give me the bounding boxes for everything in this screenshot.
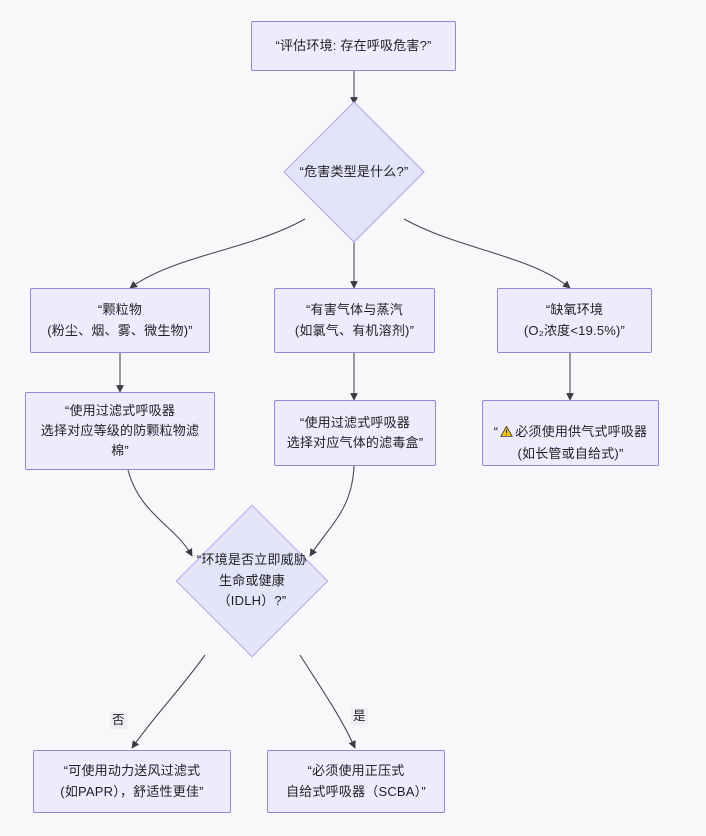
edge-idlh-to-scba xyxy=(299,654,356,749)
node-gas-filter-label: “使用过滤式呼吸器 选择对应气体的滤毒盒” xyxy=(286,414,424,450)
node-start[interactable]: “评估环境: 存在呼吸危害?” xyxy=(251,21,456,71)
edge-label-idlh-yes: 是 xyxy=(351,708,368,725)
node-particulate-filter[interactable]: “使用过滤式呼吸器 选择对应等级的防颗粒物滤 棉” xyxy=(25,392,215,470)
node-gas-vapor-label: “有害气体与蒸汽 (如氯气、有机溶剂)” xyxy=(294,302,415,338)
node-particulate-label: “颗粒物 (粉尘、烟、雾、微生物)” xyxy=(47,302,193,338)
node-supplied-air-label: 必须使用供气式呼吸器 (如长管或自给式)” xyxy=(515,423,648,462)
node-oxygen-deficient[interactable]: “缺氧环境 (O₂浓度<19.5%)” xyxy=(497,288,652,353)
node-gas-vapor[interactable]: “有害气体与蒸汽 (如氯气、有机溶剂)” xyxy=(274,288,435,353)
node-idlh[interactable]: “环境是否立即威胁 生命或健康 （IDLH）?” xyxy=(152,504,352,658)
warning-triangle-icon xyxy=(500,424,513,444)
node-hazard-type[interactable]: “危害类型是什么?” xyxy=(254,101,454,243)
edge-idlh-to-papr xyxy=(131,654,206,749)
node-supplied-air-quote-open: “ xyxy=(493,423,499,439)
node-scba-label: “必须使用正压式 自给式呼吸器（SCBA）” xyxy=(286,763,426,799)
node-gas-filter[interactable]: “使用过滤式呼吸器 选择对应气体的滤毒盒” xyxy=(274,400,436,466)
node-supplied-air-text: “ 必须使用供气式呼吸器 (如长管或自给式)” xyxy=(494,402,648,464)
node-oxygen-deficient-label: “缺氧环境 (O₂浓度<19.5%)” xyxy=(523,302,626,338)
node-scba[interactable]: “必须使用正压式 自给式呼吸器（SCBA）” xyxy=(267,750,445,813)
edge-label-idlh-no: 否 xyxy=(110,712,127,729)
node-hazard-type-label: “危害类型是什么?” xyxy=(299,163,409,179)
node-start-label: “评估环境: 存在呼吸危害?” xyxy=(275,37,432,53)
node-particulate-filter-label: “使用过滤式呼吸器 选择对应等级的防颗粒物滤 棉” xyxy=(40,402,200,459)
node-papr[interactable]: “可使用动力送风过滤式 (如PAPR），舒适性更佳” xyxy=(33,750,231,813)
node-supplied-air[interactable]: “ 必须使用供气式呼吸器 (如长管或自给式)” xyxy=(482,400,659,466)
node-papr-label: “可使用动力送风过滤式 (如PAPR），舒适性更佳” xyxy=(60,763,204,799)
node-idlh-label: “环境是否立即威胁 生命或健康 （IDLH）?” xyxy=(196,551,308,609)
node-particulate[interactable]: “颗粒物 (粉尘、烟、雾、微生物)” xyxy=(30,288,210,353)
